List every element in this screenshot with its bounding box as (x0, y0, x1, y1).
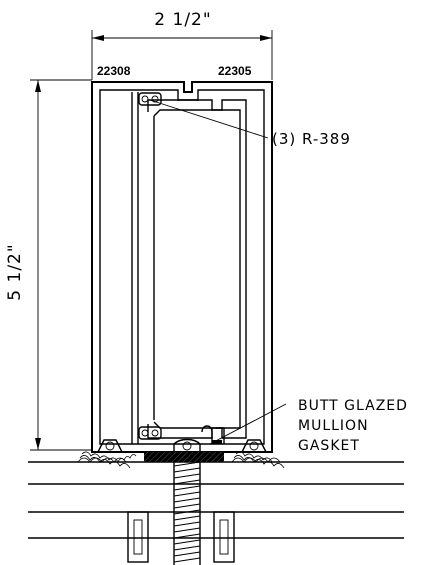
fastener-callout: (3) R-389 (149, 99, 351, 148)
bottom-screw-boss (138, 426, 162, 440)
top-screw-boss (138, 92, 162, 106)
part-number-left: 22308 (97, 64, 131, 78)
anchor-clip-left (127, 511, 149, 563)
fastener-callout-label: (3) R-389 (272, 130, 351, 148)
anchor-clip-right (213, 511, 235, 563)
anchor-bolt-head (173, 438, 201, 452)
anchor-bolt (173, 461, 201, 565)
width-arrow-right (260, 35, 272, 41)
height-dimension-label: 5 1/2" (5, 243, 25, 300)
mullion-outer-wall (91, 81, 273, 453)
gasket-callout: BUTT GLAZED MULLION GASKET (209, 398, 408, 454)
gasket-leg (216, 427, 225, 444)
gasket-leader-line (209, 403, 287, 445)
glass-lites (28, 461, 404, 539)
sealant-right (231, 451, 285, 469)
inner-pocket-wall (153, 109, 241, 429)
top-boss-body (138, 92, 162, 106)
gasket-callout-line2: MULLION (298, 418, 369, 434)
height-arrow-top (35, 80, 41, 92)
bottom-boss-body (138, 426, 162, 440)
top-screw-1 (141, 95, 149, 103)
bottom-boss-left (97, 439, 123, 453)
gasket-fill (212, 440, 222, 444)
mullion-inner-wall (99, 89, 265, 445)
bottom-screw-1 (141, 429, 149, 437)
width-arrow-left (92, 35, 104, 41)
bottom-screw-2 (151, 429, 159, 437)
mullion-profile (91, 81, 273, 453)
gasket-bulb (201, 425, 213, 444)
inner-pocket-outline (147, 99, 247, 439)
gasket-callout-line1: BUTT GLAZED (298, 398, 408, 414)
sealant-left (77, 451, 137, 469)
bottom-boss-right (241, 439, 267, 453)
bottom-boss-right-hole (249, 441, 259, 451)
height-dimension: 5 1/2" (5, 79, 92, 451)
width-dimension: 2 1/2" (91, 10, 273, 80)
width-dimension-label: 2 1/2" (154, 10, 211, 30)
mullion-gasket-detail (201, 425, 225, 444)
fastener-leader-line (149, 99, 269, 139)
part-number-right: 22305 (218, 64, 252, 78)
height-arrow-bottom (35, 438, 41, 450)
gasket-callout-line3: GASKET (298, 438, 360, 454)
setting-block (144, 452, 224, 462)
bottom-boss-left-hole (105, 441, 115, 451)
